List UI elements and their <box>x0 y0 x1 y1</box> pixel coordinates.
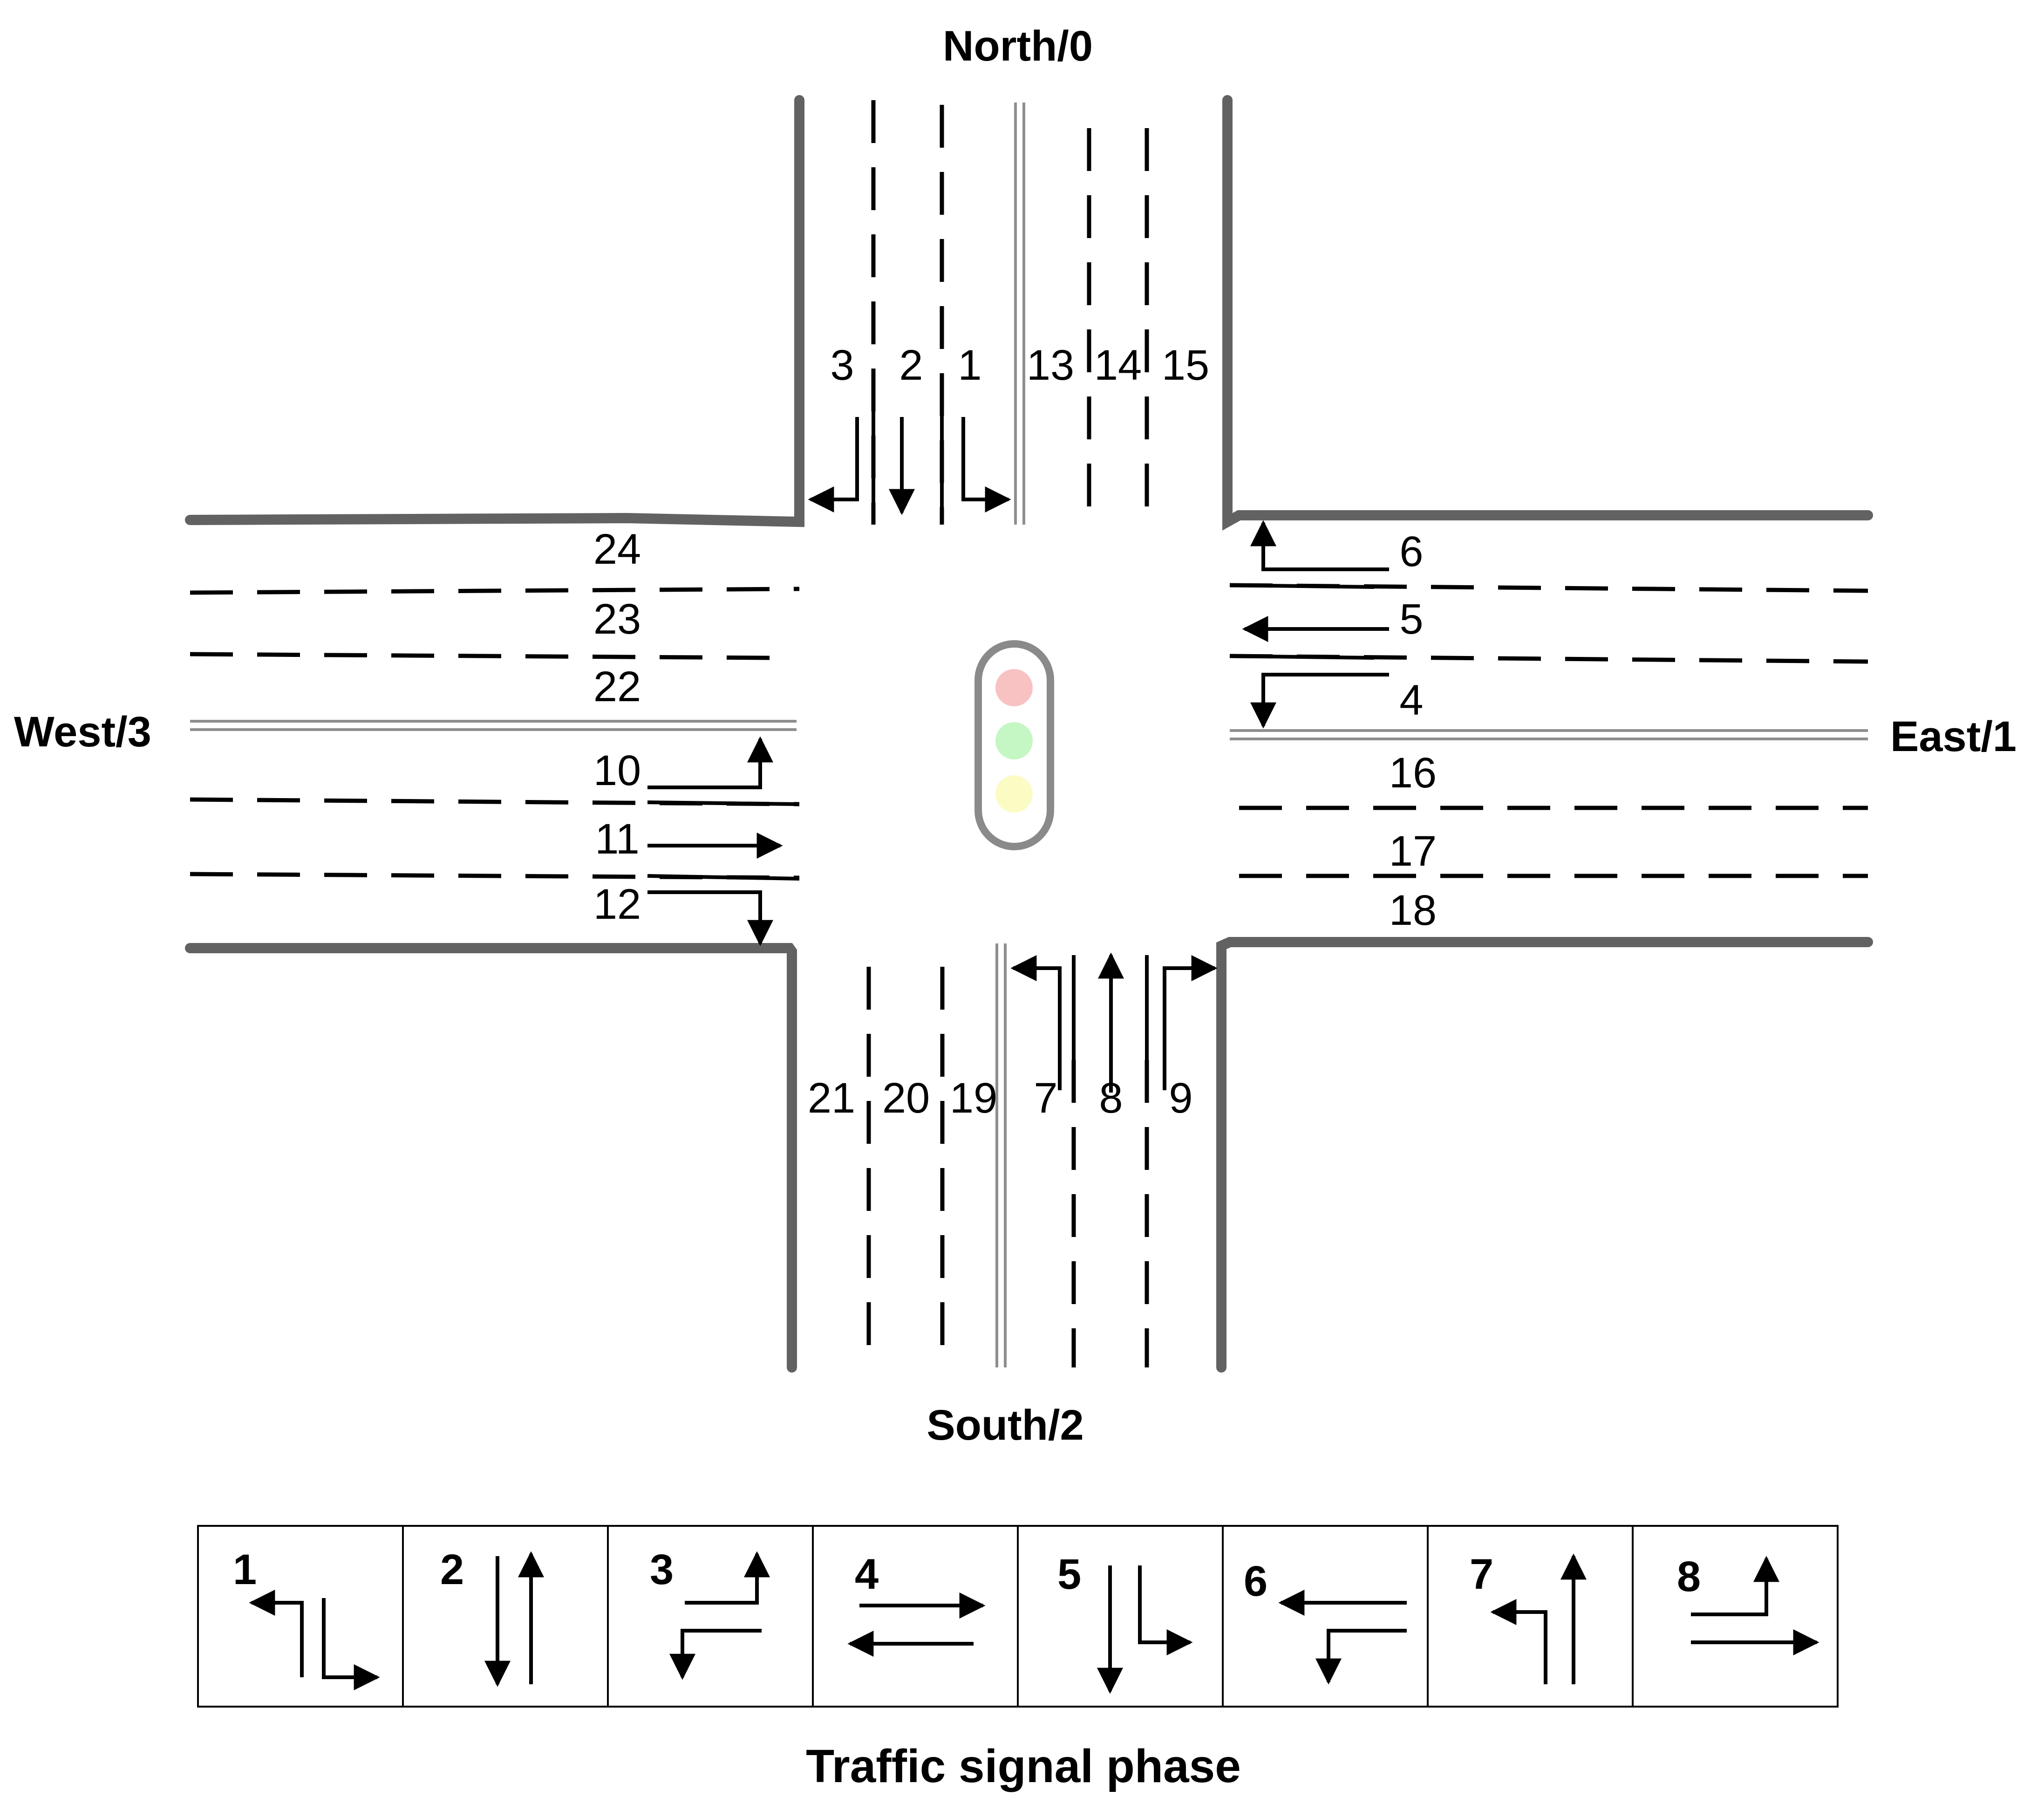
lane-label-12: 12 <box>593 881 641 928</box>
traffic-light-icon <box>974 640 1054 850</box>
phase-box-8 <box>1632 1525 1839 1708</box>
lane-label-4: 4 <box>1399 676 1423 724</box>
stop-lines <box>647 380 1375 1095</box>
lane-label-18: 18 <box>1389 887 1437 934</box>
phase-caption: Traffic signal phase <box>806 1740 1241 1792</box>
phase-box-6 <box>1222 1525 1429 1708</box>
lane-label-20: 20 <box>882 1074 930 1122</box>
phase-label-3: 3 <box>650 1546 674 1593</box>
lane-label-1: 1 <box>958 342 981 389</box>
left-turn-and-right-turn-arrows-icon <box>249 1590 380 1690</box>
phase-box-5 <box>1017 1525 1224 1708</box>
curbs <box>185 95 1873 1373</box>
phase-label-6: 6 <box>1244 1558 1267 1605</box>
lane-label-23: 23 <box>593 595 641 643</box>
lane-label-11: 11 <box>595 815 640 863</box>
green-light <box>995 722 1033 759</box>
lane-label-16: 16 <box>1389 749 1437 797</box>
phase-box-3 <box>607 1525 814 1708</box>
east-label: East/1 <box>1890 713 2017 760</box>
phase-box-7 <box>1427 1525 1634 1708</box>
lane-arrows <box>647 417 1389 1093</box>
lane-label-10: 10 <box>593 747 641 794</box>
north-label: North/0 <box>943 22 1093 70</box>
lane-label-3: 3 <box>830 342 854 389</box>
red-light <box>995 669 1033 706</box>
lane-label-24: 24 <box>593 526 641 573</box>
lane-label-2: 2 <box>899 342 923 389</box>
lane-numbers: 1 2 3 4 5 6 7 8 9 10 11 12 13 14 15 16 1… <box>593 342 1437 1122</box>
phase-box-4 <box>812 1525 1019 1708</box>
left-turn-and-through-up-arrows-icon <box>1490 1553 1587 1684</box>
turn-up-and-turn-down-arrows-icon <box>669 1551 770 1680</box>
lane-label-19: 19 <box>950 1074 997 1122</box>
lane-label-17: 17 <box>1389 827 1437 875</box>
lane-label-15: 15 <box>1162 342 1209 389</box>
lane-label-21: 21 <box>808 1074 855 1122</box>
medians <box>190 102 1868 1367</box>
lane-label-22: 22 <box>593 663 641 711</box>
up-turn-and-right-arrows-icon <box>1691 1556 1819 1655</box>
phase-label-7: 7 <box>1470 1551 1493 1598</box>
phase-label-1: 1 <box>233 1546 257 1593</box>
through-left-right-arrows-icon <box>847 1592 986 1657</box>
left-arrow-and-down-turn-arrows-icon <box>1278 1590 1407 1685</box>
lane-label-8: 8 <box>1099 1074 1123 1122</box>
west-label: West/3 <box>14 708 151 756</box>
phase-panel: 1 2 3 4 5 6 7 8 <box>197 1525 1839 1708</box>
lane-label-14: 14 <box>1094 342 1142 389</box>
phase-label-5: 5 <box>1057 1551 1081 1598</box>
lane-label-7: 7 <box>1034 1074 1057 1122</box>
through-down-and-right-turn-arrows-icon <box>1097 1565 1193 1694</box>
yellow-light <box>995 775 1033 813</box>
south-label: South/2 <box>927 1401 1083 1449</box>
lane-label-9: 9 <box>1169 1074 1192 1122</box>
lane-label-13: 13 <box>1027 342 1074 389</box>
lane-label-5: 5 <box>1399 595 1423 643</box>
through-up-down-arrows-icon <box>484 1551 544 1687</box>
phase-label-8: 8 <box>1677 1553 1701 1600</box>
phase-box-2 <box>402 1525 609 1708</box>
lane-label-6: 6 <box>1399 528 1423 575</box>
phase-label-4: 4 <box>855 1551 879 1598</box>
phase-label-2: 2 <box>440 1546 464 1593</box>
